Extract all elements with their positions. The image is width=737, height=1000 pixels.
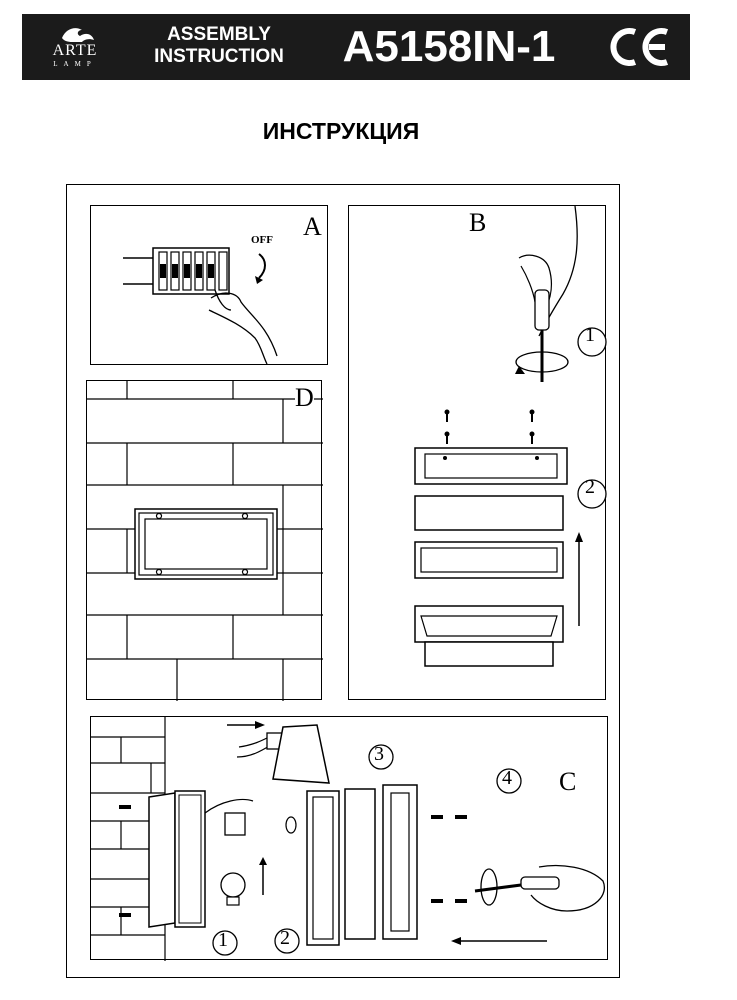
header-bar: ARTE LAMP ASSEMBLY INSTRUCTION A5158IN-1… xyxy=(22,14,690,80)
panel-c-step3: 3 xyxy=(374,743,384,765)
panel-a-label: A xyxy=(303,212,322,241)
panel-c-label: C xyxy=(559,767,577,796)
panel-c-step4: 4 xyxy=(502,767,512,789)
wall-mounted-fixture-illustration xyxy=(87,381,323,701)
ce-mark-icon: CE xyxy=(597,20,669,66)
panel-b-step1: 1 xyxy=(585,324,595,346)
document-type-line2: INSTRUCTION xyxy=(154,46,284,67)
brand-logo: ARTE LAMP xyxy=(32,20,124,76)
panel-b-step2: 2 xyxy=(585,476,595,498)
panel-d: D xyxy=(86,380,323,701)
document-type-line1: ASSEMBLY xyxy=(167,24,271,45)
model-number: A5158IN-1 xyxy=(342,22,556,71)
document-type: ASSEMBLY INSTRUCTION xyxy=(134,24,304,68)
panel-b-label: B xyxy=(469,208,487,237)
panel-d-label: D xyxy=(295,383,314,413)
installation-illustration xyxy=(91,717,605,961)
brand-name: ARTE xyxy=(52,42,98,59)
switch-off-illustration xyxy=(123,247,278,365)
brand-subname: LAMP xyxy=(53,60,97,68)
ce-mark-text: CE xyxy=(597,20,619,24)
page-title: ИНСТРУКЦИЯ xyxy=(262,118,420,144)
panel-c: C 1 2 3 4 xyxy=(90,716,608,961)
panel-b: B 1 2 xyxy=(348,205,607,700)
instruction-frame xyxy=(66,184,620,978)
panel-a: OFF A xyxy=(90,205,328,365)
panel-c-step1: 1 xyxy=(218,929,228,951)
frame-removal-illustration xyxy=(414,206,607,667)
off-label: OFF xyxy=(251,234,273,246)
griffin-icon xyxy=(62,28,94,42)
panel-c-step2: 2 xyxy=(280,927,290,949)
